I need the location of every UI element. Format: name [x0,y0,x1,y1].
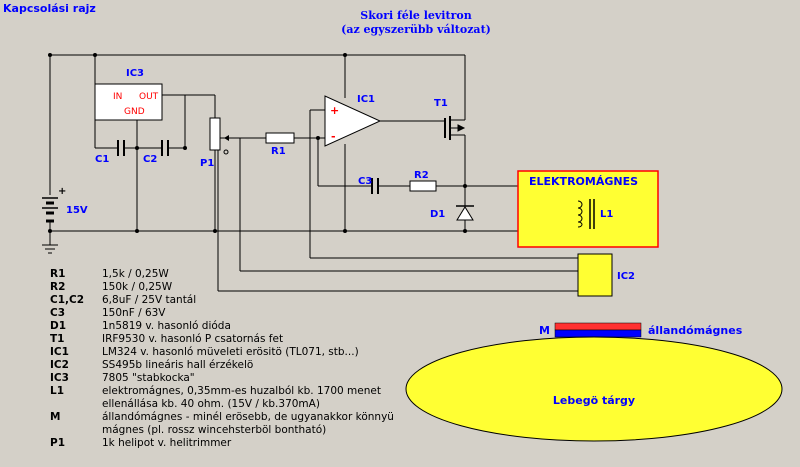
part-desc: IRF9530 v. hasonló P csatornás fet [102,333,284,345]
coil-l1 [577,200,583,228]
potentiometer-p1 [209,117,221,151]
battery-15v [42,197,58,223]
part-row: R2 150k / 0,25W [50,281,480,294]
p1-label: P1 [200,158,214,169]
part-row: IC1 LM324 v. hasonló müveleti erösitö (TL… [50,346,480,359]
transistor-t1 [444,116,466,140]
part-desc: elektromágnes, 0,35mm-es huzalból kb. 17… [102,385,381,410]
permanent-magnet-north [554,322,642,331]
c1-label: C1 [95,154,109,165]
t1-label: T1 [434,98,448,109]
wiper-arrow-icon [224,135,229,141]
capacitor-c2 [161,140,169,156]
ic3-gnd-label: GND [124,107,145,117]
opamp-plus-label: + [330,104,339,117]
part-desc: 150k / 0,25W [102,281,173,293]
part-row: P1 1k helipot v. helitrimmer [50,437,480,450]
ic3-label: IC3 [126,68,144,79]
floating-object [405,336,783,442]
c3-label: C3 [358,176,372,187]
floating-object-label: Lebegö tárgy [553,394,635,407]
diagram-title-line2: (az egyszerübb változat) [341,23,491,36]
part-row: IC3 7805 "stabkocka" [50,372,480,385]
part-ref: T1 [50,333,65,345]
part-row: T1 IRF9530 v. hasonló P csatornás fet [50,333,480,346]
part-desc: SS495b lineáris hall érzékelö [102,359,254,371]
part-ref: C1,C2 [50,294,85,306]
ic1-opamp [324,95,382,147]
ic3-regulator [94,83,163,121]
part-desc: 1n5819 v. hasonló dióda [102,320,231,332]
ic2-label: IC2 [617,271,635,282]
ic3-in-label: IN [113,92,122,102]
part-desc: 7805 "stabkocka" [102,372,195,384]
ic1-label: IC1 [357,94,375,105]
electromagnet-box [517,170,659,248]
part-desc: 150nF / 63V [102,307,166,319]
ic2-hall-sensor [577,253,613,297]
part-ref: R1 [50,268,66,280]
part-row: L1 elektromágnes, 0,35mm-es huzalból kb. … [50,385,480,411]
d1-label: D1 [430,209,445,220]
battery-plus-label: + [58,186,66,197]
part-desc: 1,5k / 0,25W [102,268,169,280]
part-desc: LM324 v. hasonló müveleti erösitö (TL071… [102,346,359,358]
permanent-magnet-south [554,329,642,338]
opamp-minus-label: - [331,130,336,143]
part-ref: IC1 [50,346,69,358]
part-desc: 6,8uF / 25V tantál [102,294,197,306]
resistor-r1 [265,132,295,144]
part-row: D1 1n5819 v. hasonló dióda [50,320,480,333]
diagram-title-line1: Skori féle levitron [360,9,471,22]
part-row: C3 150nF / 63V [50,307,480,320]
part-ref: M [50,411,61,423]
part-ref: IC3 [50,372,69,384]
diode-d1 [456,205,474,221]
resistor-r2 [409,180,437,192]
part-desc: 1k helipot v. helitrimmer [102,437,232,449]
junction-dots [48,53,467,233]
part-ref: P1 [50,437,66,449]
l1-label: L1 [600,209,613,220]
parts-list: R1 1,5k / 0,25W R2 150k / 0,25W C1,C2 6,8uF /… [50,268,480,450]
part-row: IC2 SS495b lineáris hall érzékelö [50,359,480,372]
part-ref: IC2 [50,359,69,371]
permanent-magnet-label: állandómágnes [648,324,743,337]
r1-label: R1 [271,146,286,157]
part-ref: D1 [50,320,67,332]
part-ref: R2 [50,281,66,293]
magnet-m-label: M [539,324,550,337]
page-title: Kapcsolási rajz [3,2,96,15]
part-row: C1,C2 6,8uF / 25V tantál [50,294,480,307]
electromagnet-label: ELEKTROMÁGNES [529,175,638,188]
ground-icon [42,244,58,254]
part-ref: L1 [50,385,64,397]
part-ref: C3 [50,307,66,319]
wiper-terminal [223,149,229,155]
supply-voltage-label: 15V [66,205,88,216]
ic3-out-label: OUT [139,92,159,102]
capacitor-c3 [371,178,379,194]
r2-label: R2 [414,170,429,181]
c2-label: C2 [143,154,157,165]
capacitor-c1 [117,140,125,156]
part-desc: állandómágnes - minél erösebb, de ugyana… [102,411,394,436]
part-row: R1 1,5k / 0,25W [50,268,480,281]
